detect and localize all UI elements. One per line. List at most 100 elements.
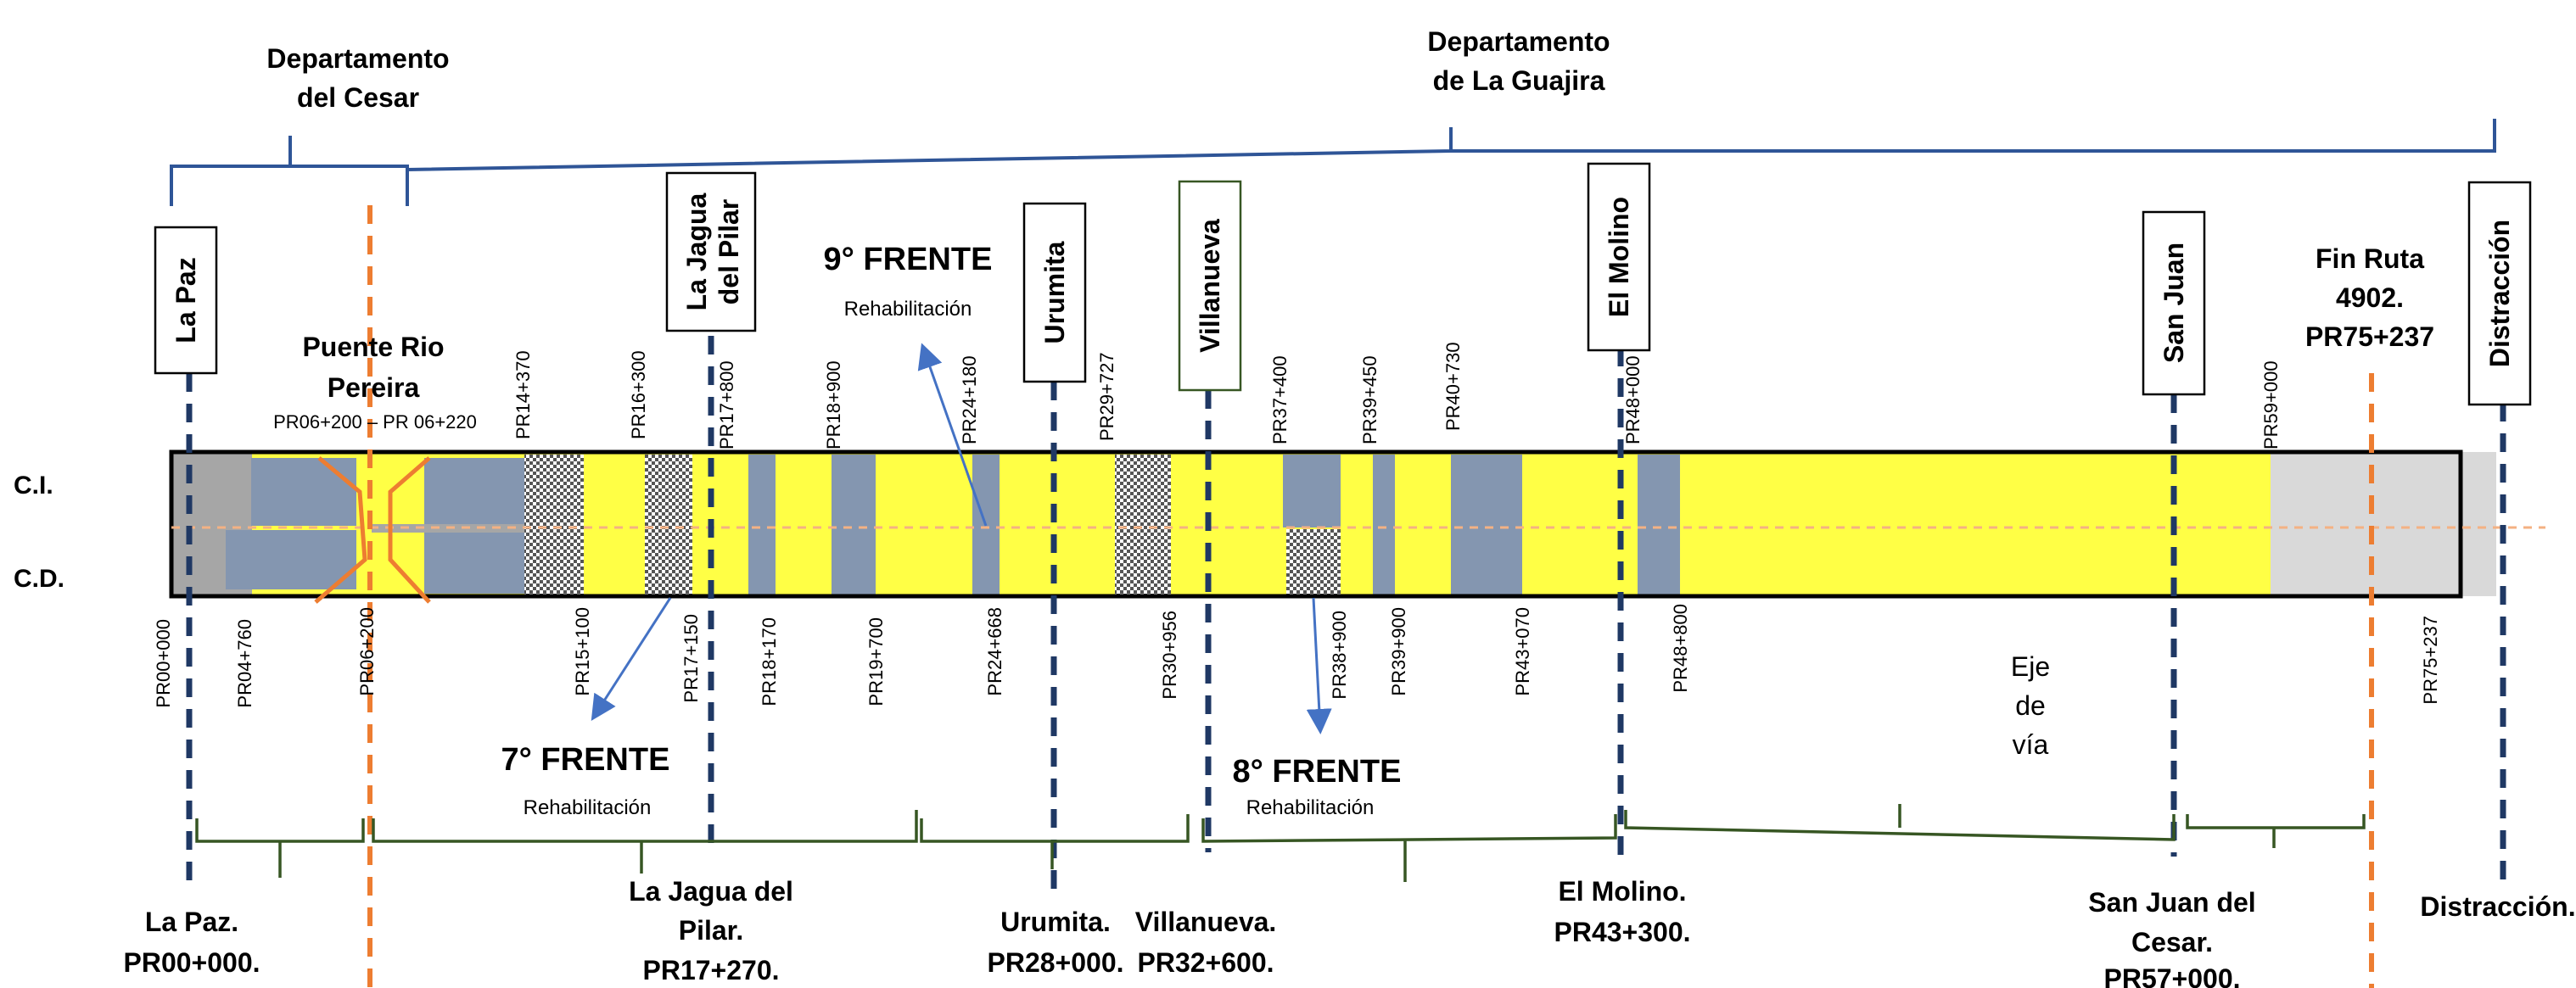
- town-box-la-paz: [154, 226, 218, 375]
- department-labels: Departamento del Cesar Departamento de L…: [266, 26, 1610, 113]
- bottom-pr-label: PR17+150: [680, 614, 702, 703]
- town-label-la-paz: La Paz: [171, 257, 201, 343]
- fin-ruta-line3: PR75+237: [2305, 321, 2434, 352]
- place-la-paz-1: La Paz.: [145, 907, 238, 937]
- top-pr-label: PR24+180: [959, 355, 980, 444]
- town-boxes: [154, 162, 2532, 406]
- bottom-pr-label: PR15+100: [572, 607, 593, 696]
- bracket-la-paz: [195, 818, 365, 878]
- bridge-pr-range: PR06+200 – PR 06+220: [273, 411, 477, 433]
- top-pr-label: PR40+730: [1442, 342, 1464, 431]
- town-label-urumita: Urumita: [1039, 241, 1070, 343]
- cesar-bracket: [170, 136, 409, 206]
- road-outline: [169, 449, 2463, 599]
- frente-9-title: 9° FRENTE: [824, 242, 993, 277]
- top-pr-label: PR17+800: [716, 360, 737, 449]
- place-urumita-1: Urumita.: [1000, 907, 1111, 937]
- fin-ruta-line1: Fin Ruta: [2316, 243, 2424, 274]
- top-pr-label: PR16+300: [628, 350, 649, 439]
- frente-labels: 7° FRENTE Rehabilitación 8° FRENTE Rehab…: [501, 242, 1402, 819]
- axis-label-line1: Eje: [2011, 651, 2050, 682]
- place-villanueva-1: Villanueva.: [1135, 907, 1277, 937]
- bottom-pr-label: PR19+700: [865, 617, 887, 706]
- frente-8-subtitle: Rehabilitación: [1246, 796, 1375, 819]
- bracket-urumita: [920, 814, 1190, 869]
- checker-block-1: [524, 455, 584, 595]
- place-el-molino-2: PR43+300.: [1554, 917, 1690, 947]
- place-san-juan-1: San Juan del: [2088, 887, 2255, 918]
- bracket-villanueva: [1201, 814, 1617, 882]
- lane-label-ci: C.I.: [14, 472, 53, 500]
- dept-guajira-line2: de La Guajira: [1433, 65, 1605, 96]
- top-pr-label: PR29+727: [1096, 352, 1117, 441]
- bracket-el-molino: [1624, 804, 2176, 841]
- frente-9-subtitle: Rehabilitación: [844, 298, 972, 321]
- place-la-jagua-3: PR17+270.: [642, 955, 779, 985]
- bottom-pr-label: PR38+900: [1329, 611, 1350, 700]
- top-pr-label: PR18+900: [823, 360, 844, 449]
- fin-ruta-labels: Fin Ruta 4902. PR75+237: [2305, 243, 2434, 352]
- place-villanueva-2: PR32+600.: [1137, 947, 1274, 978]
- top-pr-label: PR59+000: [2260, 360, 2282, 449]
- frente-7-arrow: [591, 597, 672, 722]
- bracket-san-juan: [2186, 814, 2366, 848]
- rehab-block-6: [1283, 455, 1341, 527]
- rehab-block-8: [1451, 455, 1522, 595]
- top-pr-label: PR14+370: [512, 350, 534, 439]
- bracket-la-jagua: [372, 810, 918, 874]
- axis-label-line2: de: [2015, 690, 2046, 721]
- frente-arrows: [591, 343, 1332, 734]
- top-pr-label: PR39+450: [1359, 355, 1380, 444]
- axis-label-line3: vía: [2013, 729, 2049, 760]
- rehab-block-ci-1: [251, 458, 370, 526]
- checker-block-2: [645, 455, 692, 595]
- place-la-jagua-1: La Jagua del: [629, 876, 793, 907]
- town-label-distraccion: Distracción: [2484, 220, 2515, 367]
- place-la-paz-2: PR00+000.: [123, 947, 260, 978]
- frente-9-arrow: [917, 343, 988, 527]
- town-labels: La Paz La Jagua del Pilar Urumita Villan…: [171, 193, 2515, 367]
- rehab-block-7: [1373, 455, 1395, 595]
- town-label-el-molino: El Molino: [1604, 197, 1634, 317]
- bottom-pr-label: PR00+000: [153, 619, 174, 708]
- town-box-urumita: [1022, 202, 1087, 383]
- bottom-pr-labels: PR00+000 PR04+760 PR06+200 PR15+100 PR17…: [153, 604, 2441, 708]
- lane-labels: C.I. C.D.: [14, 472, 64, 593]
- place-la-jagua-2: Pilar.: [679, 915, 744, 946]
- dept-cesar-line2: del Cesar: [297, 82, 419, 113]
- lane-label-cd: C.D.: [14, 565, 64, 593]
- town-label-san-juan: San Juan: [2159, 243, 2189, 363]
- town-box-la-jagua: [665, 171, 757, 332]
- rehab-block-3: [748, 455, 776, 595]
- bridge-labels: Puente Rio Pereira PR06+200 – PR 06+220: [273, 332, 477, 433]
- top-pr-label: PR48+000: [1622, 355, 1644, 444]
- rehab-block-9: [1638, 455, 1680, 595]
- place-san-juan-2: Cesar.: [2131, 927, 2213, 957]
- bottom-pr-label: PR75+237: [2420, 616, 2441, 705]
- bottom-brackets: [195, 804, 2366, 882]
- bottom-pr-label: PR06+200: [356, 607, 378, 696]
- town-box-villanueva: [1178, 180, 1242, 392]
- top-pr-label: PR37+400: [1269, 355, 1291, 444]
- checker-block-3: [1115, 455, 1171, 595]
- frente-8-title: 8° FRENTE: [1233, 754, 1402, 790]
- dept-guajira-line1: Departamento: [1427, 26, 1610, 57]
- bottom-place-labels: La Paz. PR00+000. La Jagua del Pilar. PR…: [123, 876, 2575, 988]
- bridge-name-line1: Puente Rio: [302, 332, 444, 362]
- place-el-molino-1: El Molino.: [1558, 876, 1686, 907]
- place-san-juan-3: PR57+000.: [2103, 963, 2240, 988]
- town-lines: [186, 305, 2506, 890]
- town-box-distraccion: [2467, 181, 2532, 406]
- frente-7-title: 7° FRENTE: [501, 742, 670, 778]
- bridge-name-line2: Pereira: [328, 372, 420, 403]
- place-urumita-2: PR28+000.: [987, 947, 1123, 978]
- fin-ruta-line2: 4902.: [2336, 282, 2404, 313]
- bottom-pr-label: PR04+760: [234, 619, 255, 708]
- guajira-bracket: [406, 119, 2496, 171]
- top-pr-labels: PR14+370 PR16+300 PR17+800 PR18+900 PR24…: [512, 342, 2282, 449]
- bridge-outline: [314, 456, 431, 604]
- place-distraccion-1: Distracción.: [2420, 891, 2575, 922]
- frente-7-subtitle: Rehabilitación: [524, 796, 652, 819]
- bottom-pr-label: PR43+070: [1512, 607, 1533, 696]
